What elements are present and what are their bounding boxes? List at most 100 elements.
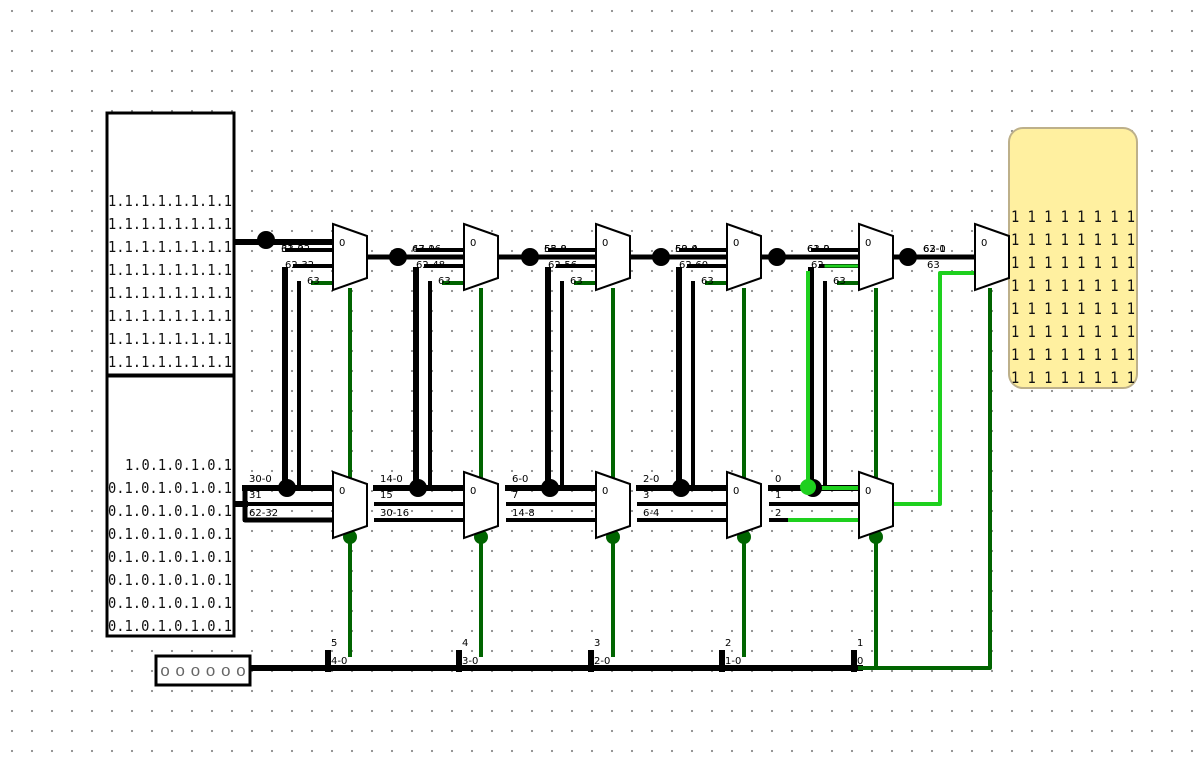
output-bit-row: 1 1 1 1 1 1 1 1 (1011, 299, 1135, 318)
input-b-bit-row: 1.0.1.0.1.0.1 (125, 456, 232, 474)
mux-bottom-label: 15 (380, 490, 393, 501)
mux-bottom-label: 3 (643, 490, 649, 501)
mux-top-label: 63 (833, 276, 846, 287)
mux-select-label: 0 (470, 486, 476, 497)
mux-top-label-overlap: 47-0 (412, 244, 435, 255)
shift-amount-pin[interactable]: 0 0 0 0 0 0 (154, 654, 252, 687)
output-bit-row: 1 1 1 1 1 1 1 1 (1011, 322, 1135, 341)
mux-top-label-overlap: 61-0 (807, 244, 830, 255)
mux-top-label: 63-1 (923, 244, 946, 255)
mux-top-label: 63-4 (675, 244, 698, 255)
bus-junction (672, 479, 690, 497)
output-bit-row: 1 1 1 1 1 1 1 1 (1011, 345, 1135, 364)
splitter-bar (588, 650, 594, 672)
mux-body (463, 470, 499, 540)
mux-select-label: 0 (602, 486, 608, 497)
bottom-mux-3[interactable]: 0 (726, 470, 762, 540)
mux-top-label: 63-32 (281, 244, 310, 255)
mux-body (726, 222, 762, 292)
bottom-mux-0[interactable]: 0 (332, 470, 368, 540)
top-mux-1[interactable]: 0 (463, 222, 499, 292)
output-bit-row: 1 1 1 1 1 1 1 1 (1011, 207, 1135, 226)
mux-bottom-label: 6-4 (643, 508, 659, 519)
mux-select-label: 0 (865, 238, 871, 249)
splitter-range-label: 1-0 (725, 656, 741, 667)
input-pin-a-box (105, 111, 236, 377)
output-pin[interactable]: 1 1 1 1 1 1 1 1 1 1 1 1 1 1 1 1 1 1 1 1 1 … (1008, 127, 1138, 389)
bus-junction (389, 248, 407, 266)
splitter-range-label: 0 (857, 656, 863, 667)
output-bit-row: 1 1 1 1 1 1 1 1 (1011, 253, 1135, 272)
select-wire-final[interactable] (858, 288, 992, 670)
mux-top-label-overlap: 55-0 (544, 244, 567, 255)
shift-amount-box (154, 654, 252, 687)
top-mux-5[interactable]: 0 (974, 222, 1010, 292)
input-pin-b[interactable]: 1.0.1.0.1.0.1 0.1.0.1.0.1.0.1 0.1.0.1.0.1.… (105, 374, 236, 638)
bus-junction (899, 248, 917, 266)
bright-select-wire[interactable] (806, 271, 861, 490)
input-pin-a[interactable]: 1.1.1.1.1.1.1.1 1.1.1.1.1.1.1.1 1.1.1.1.1.… (105, 111, 236, 377)
bus-junction (521, 248, 539, 266)
input-b-bit-row: 0.1.0.1.0.1.0.1 (108, 525, 232, 543)
splitter-range-label: 4-0 (331, 656, 347, 667)
bright-output-wire[interactable] (891, 271, 977, 506)
input-a-bit-row: 1.1.1.1.1.1.1.1 (108, 330, 232, 348)
bottom-mux-1[interactable]: 0 (463, 470, 499, 540)
input-a-bit-row: 1.1.1.1.1.1.1.1 (108, 215, 232, 233)
mux-body (332, 470, 368, 540)
input-b-bit-row: 0.1.0.1.0.1.0.1 (108, 502, 232, 520)
splitter-range-label: 2-0 (594, 656, 610, 667)
mux-select-label: 0 (339, 238, 345, 249)
input-b-bit-row: 0.1.0.1.0.1.0.1 (108, 571, 232, 589)
top-mux-4[interactable]: 0 (858, 222, 894, 292)
mux-top-label: 63 (927, 260, 940, 271)
mux-body (858, 470, 894, 540)
splitter-bit-label: 4 (462, 638, 468, 649)
mux-bottom-label: 6-0 (512, 474, 528, 485)
mux-bottom-label: 62-32 (249, 508, 278, 519)
mux-bottom-label: 2-0 (643, 474, 659, 485)
mux-select-label: 0 (339, 486, 345, 497)
splitter-bar (325, 650, 331, 672)
output-bit-row: 1 1 1 1 1 1 1 1 (1011, 276, 1135, 295)
splitter-bar (719, 650, 725, 672)
mux-bottom-label: 1 (775, 490, 781, 501)
bottom-mux-4[interactable]: 0 (858, 470, 894, 540)
mux-top-label: 63-2 (807, 244, 830, 255)
splitter-bar (851, 650, 857, 672)
bottom-mux-2[interactable]: 0 (595, 470, 631, 540)
mux-body (595, 222, 631, 292)
mux-body (463, 222, 499, 292)
mux-top-label: 62-56 (548, 260, 577, 271)
splitter-bit-label: 1 (857, 638, 863, 649)
top-mux-0[interactable]: 0 (332, 222, 368, 292)
splitter-range-label: 3-0 (462, 656, 478, 667)
shift-amount-value: 0 0 0 0 0 0 (160, 665, 246, 679)
splitter-bit-label: 5 (331, 638, 337, 649)
mux-top-label-overlap: 31-0 (281, 244, 304, 255)
mux-bottom-label: 31 (249, 490, 262, 501)
wires-layer (231, 239, 1012, 671)
mux-top-label: 63 (438, 276, 451, 287)
mux-top-label: 62 (811, 260, 824, 271)
mux-bottom-label: 7 (512, 490, 518, 501)
labels-layer: 63-3231-062-326330-03162-3254-063-1647-0… (249, 244, 946, 667)
top-mux-3[interactable]: 0 (726, 222, 762, 292)
mux-bottom-label: 30-0 (249, 474, 272, 485)
input-b-bit-row: 0.1.0.1.0.1.0.1 (108, 479, 232, 497)
mux-body (332, 222, 368, 292)
input-a-bit-row: 1.1.1.1.1.1.1.1 (108, 353, 232, 371)
mux-bottom-label: 30-16 (380, 508, 409, 519)
bus-junction (278, 479, 296, 497)
top-mux-2[interactable]: 0 (595, 222, 631, 292)
input-a-bit-row: 1.1.1.1.1.1.1.1 (108, 284, 232, 302)
mux-select-label: 0 (602, 238, 608, 249)
mux-top-label: 62-32 (285, 260, 314, 271)
output-bit-row: 1 1 1 1 1 1 1 1 (1011, 368, 1135, 387)
mux-bottom-label: 14-0 (380, 474, 403, 485)
mux-select-label: 0 (981, 238, 987, 249)
mux-body (858, 222, 894, 292)
bus-junction (652, 248, 670, 266)
splitter-bit-label: 3 (594, 638, 600, 649)
